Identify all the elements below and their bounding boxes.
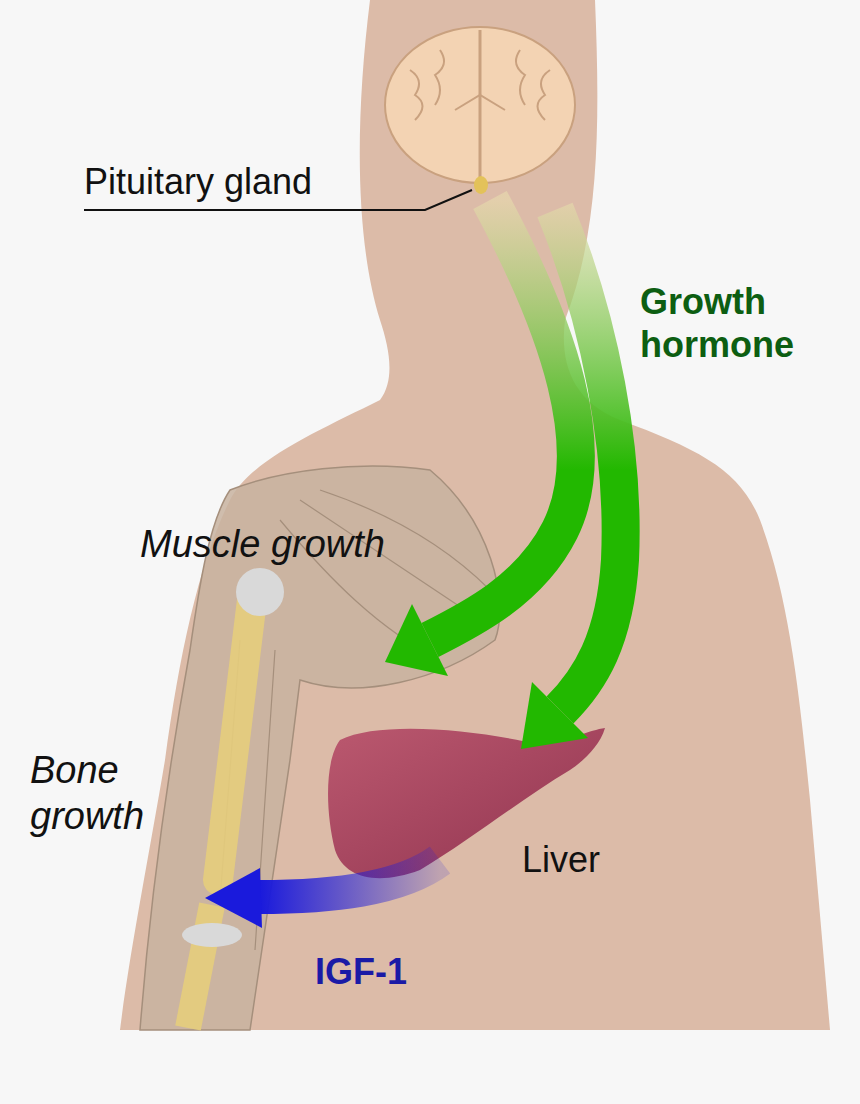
brain	[385, 27, 575, 183]
body-silhouette	[120, 0, 830, 1030]
arm-bones	[182, 568, 284, 1028]
hormone-label: Growth hormone	[640, 280, 830, 366]
igf-1-arrow	[205, 860, 440, 928]
growth-hormone-arrows	[385, 200, 621, 749]
effect-label: Bone growth	[30, 748, 180, 839]
pituitary-gland	[474, 176, 488, 194]
effect-label: Muscle growth	[140, 522, 385, 568]
organ-label: Liver	[522, 838, 600, 881]
hormone-label: IGF-1	[315, 950, 407, 993]
part-label: Pituitary gland	[84, 160, 312, 203]
